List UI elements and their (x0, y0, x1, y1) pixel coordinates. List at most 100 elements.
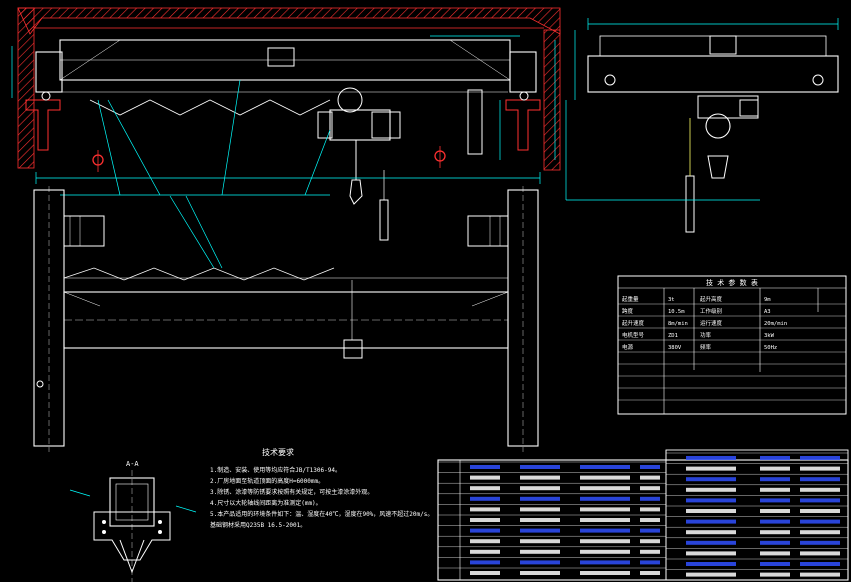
section-a-a: A-A (69, 460, 197, 582)
front-dimensions (11, 35, 556, 196)
spec-cell: 起升速度 (622, 319, 645, 327)
title-cell (686, 540, 736, 545)
girder-truss (89, 99, 331, 116)
spec-cell: 起重量 (622, 295, 639, 303)
parts-cell (520, 571, 560, 575)
plan-view (33, 186, 539, 452)
spec-cell: 9m (764, 297, 771, 303)
note-line-3: 3.除锈、涂漆等防锈要求按照有关规定，可按主漆涂漆外观。 (210, 488, 373, 496)
parts-cell (470, 475, 500, 480)
rail-support-right (505, 99, 541, 151)
spec-cell: 电机型号 (622, 331, 645, 339)
spec-cell: 10.5m (668, 309, 685, 315)
side-center-block (709, 35, 737, 55)
title-cell (686, 498, 736, 503)
title-cell (686, 530, 736, 535)
title-cell (686, 509, 736, 513)
parts-cell (520, 539, 560, 544)
end-carriage-right (509, 51, 537, 93)
parts-cell (580, 507, 630, 512)
notes-title: 技术要求 (262, 447, 294, 457)
parts-cell (520, 507, 560, 512)
building-hatch-right (543, 29, 561, 171)
title-cell (760, 477, 790, 482)
spec-table-title: 技 术 参 数 表 (706, 278, 758, 287)
parts-cell (640, 465, 660, 469)
parts-cell (470, 539, 500, 544)
parts-cell (580, 496, 630, 501)
parts-cell (520, 486, 560, 491)
title-cell (686, 477, 736, 482)
title-cell (800, 456, 840, 460)
note-line-4: 4.尺寸以大轮轴线间距离为准测定(mm)。 (210, 499, 322, 507)
spec-cell: 20m/min (764, 321, 787, 327)
note-line-5: 5.本产品适用的环境条件如下：温、湿度在40℃，湿度在90%，风速不超过20m/… (210, 510, 433, 518)
title-block (437, 449, 849, 581)
parts-cell (520, 496, 560, 501)
spec-cell: 8m/min (668, 321, 688, 327)
title-cell (686, 519, 736, 524)
title-cell (686, 562, 736, 566)
spec-cell: 电源 (622, 343, 634, 351)
title-cell (800, 572, 840, 577)
parts-cell (640, 560, 660, 565)
plan-truss (63, 267, 335, 281)
parts-cell (580, 486, 630, 491)
title-cell (760, 530, 790, 535)
spec-cell: 运行速度 (700, 319, 723, 327)
parts-cell (470, 549, 500, 554)
parts-cell (470, 571, 500, 575)
parts-cell (580, 549, 630, 554)
title-cell (800, 530, 840, 535)
spec-grid (618, 303, 846, 401)
spec-cell: ZD1 (668, 333, 678, 339)
parts-cell (520, 549, 560, 554)
parts-cell (470, 518, 500, 522)
parts-cell (640, 475, 660, 480)
parts-cell (580, 528, 630, 533)
parts-cell (470, 496, 500, 501)
parts-cell (640, 528, 660, 533)
title-cell (800, 540, 840, 545)
side-dimensions (565, 18, 839, 201)
title-cell (686, 466, 736, 471)
plan-hoist-block (343, 339, 363, 359)
drive-motor-left (63, 215, 105, 247)
title-cell (686, 572, 736, 577)
title-cell (800, 466, 840, 471)
electric-hoist-front (317, 87, 401, 241)
parts-cell (520, 475, 560, 480)
title-block-cells (666, 452, 848, 577)
parts-cell (640, 518, 660, 522)
parts-cell (580, 571, 630, 575)
title-cell (800, 562, 840, 566)
title-cell (800, 477, 840, 482)
title-cell (686, 456, 736, 460)
title-cell (800, 551, 840, 556)
parts-cell (470, 465, 500, 469)
note-line-1: 1.制造、安装、使用等均应符合JB/T1306-94。 (210, 466, 341, 474)
technical-notes: 技术要求 1.制造、安装、使用等均应符合JB/T1306-94。 2.厂房地面至… (210, 447, 433, 529)
title-cell (800, 509, 840, 513)
front-elevation-view (11, 7, 561, 241)
spec-cell: 3t (668, 297, 675, 303)
rail-support-left (25, 99, 61, 151)
title-cell (760, 562, 790, 566)
title-cell (800, 498, 840, 503)
side-panel (467, 89, 483, 155)
parts-cell (640, 549, 660, 554)
building-hatch-left (17, 7, 35, 169)
parts-cell (640, 496, 660, 501)
title-cell (686, 487, 736, 492)
parts-cell (520, 528, 560, 533)
girder-center-plate (267, 47, 295, 67)
parts-cell (580, 465, 630, 469)
parts-cell (520, 465, 560, 469)
drive-motor-right (467, 215, 509, 247)
note-line-2: 2.厂房地面至轨道顶面的高度H=6000mm。 (210, 477, 324, 485)
title-cell (760, 572, 790, 577)
parts-cell (640, 571, 660, 575)
spec-cell: A3 (764, 309, 771, 315)
